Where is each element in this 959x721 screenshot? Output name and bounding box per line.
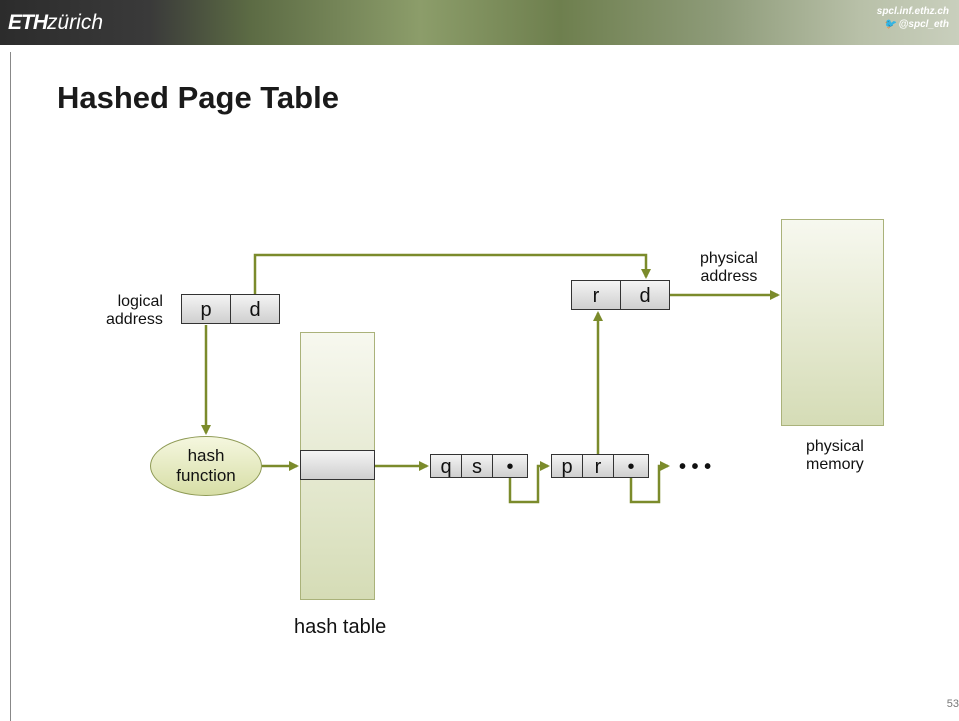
- physical-memory: [781, 219, 884, 426]
- physical-address-label: physical address: [700, 250, 758, 285]
- left-rule: [10, 52, 11, 721]
- chain1-next: •: [492, 454, 528, 478]
- chain1-q: q: [430, 454, 462, 478]
- chain2-next: •: [613, 454, 649, 478]
- slide-header: ETHzürich spcl.inf.ethz.ch 🐦 @spcl_eth: [0, 0, 959, 58]
- chain-ellipsis: • • •: [679, 456, 712, 478]
- hash-table-label: hash table: [294, 616, 387, 638]
- twitter-icon: 🐦: [883, 19, 899, 30]
- logical-p-cell: p: [181, 294, 231, 324]
- chain2-r: r: [582, 454, 614, 478]
- physical-memory-label: physical memory: [806, 438, 864, 473]
- arrow-chain1-to-chain2: [508, 461, 550, 504]
- spcl-contact: spcl.inf.ethz.ch 🐦 @spcl_eth: [877, 5, 949, 31]
- physical-r-cell: r: [571, 280, 621, 310]
- chain2-p: p: [551, 454, 583, 478]
- hash-table-entry: [300, 450, 375, 480]
- header-banner: ETHzürich spcl.inf.ethz.ch 🐦 @spcl_eth: [0, 0, 959, 45]
- twitter-handle: 🐦 @spcl_eth: [883, 19, 949, 30]
- physical-d-cell: d: [620, 280, 670, 310]
- logical-address-label: logical address: [106, 293, 163, 328]
- arrow-d-to-physical: [253, 253, 651, 294]
- eth-zurich-logo: ETHzürich: [8, 11, 104, 34]
- chain1-s: s: [461, 454, 493, 478]
- slide-title: Hashed Page Table: [57, 80, 339, 115]
- arrow-chain2-to-next: [629, 461, 670, 504]
- logical-d-cell: d: [230, 294, 280, 324]
- spcl-site: spcl.inf.ethz.ch: [876, 6, 949, 17]
- hash-function: hash function: [150, 436, 262, 496]
- page-number: 53: [946, 698, 959, 710]
